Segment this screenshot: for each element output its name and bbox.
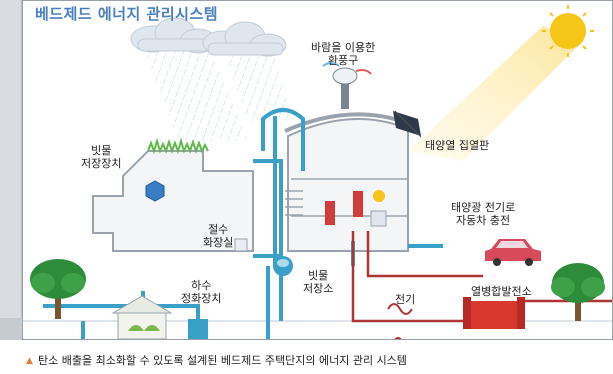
toilet-icon (234, 238, 248, 252)
label-chp-plant: 열병합발전소 (471, 285, 532, 298)
left-edge-panel (0, 0, 22, 340)
label-solar-ev-charging: 태양광 전기로 자동차 충전 (451, 201, 516, 227)
rain-streaks (143, 46, 248, 141)
chp-plant-icon (463, 297, 525, 329)
rain-streaks-right (223, 51, 293, 121)
caption-row: ▲ 탄소 배출을 최소화할 수 있도록 설계된 베드제드 주택단지의 에너지 관… (22, 350, 613, 374)
label-electricity: 전기 (395, 293, 416, 306)
caption-marker-icon: ▲ (26, 356, 33, 366)
wind-vent-icon (322, 62, 372, 109)
grass-left (147, 137, 209, 155)
rainwater-tank-icon (273, 256, 293, 276)
electricity-coil-icon (387, 303, 413, 315)
diagram-frame: 베드제드 에너지 관리시스템 바람을 이용한 환풍구 빗물 저장장치 태양열 집… (22, 0, 613, 340)
cloud-right-icon (202, 21, 287, 57)
label-rainwater-tank: 빗물 저장소 (303, 269, 334, 295)
label-water-saving-toilet: 절수 화장실 (203, 223, 234, 249)
label-solar-collector: 태양열 집열판 (425, 139, 490, 152)
solar-collector-icon (393, 110, 422, 138)
tree-left-icon (30, 259, 86, 319)
rain-storage-device-icon (145, 180, 165, 202)
label-ventilation: 바람을 이용한 환풍구 (311, 41, 376, 67)
water-heater-icon (325, 190, 387, 227)
energy-system-diagram (23, 5, 612, 339)
diagram-title: 베드제드 에너지 관리시스템 (35, 5, 219, 23)
left-edge-shadow (0, 318, 22, 340)
sewage-treatment-icon (111, 295, 208, 339)
house-interior (285, 178, 408, 217)
sunlight-beam (408, 26, 583, 161)
heat-valve-icon (394, 337, 402, 339)
label-rainwater-storage-device: 빗물 저장장치 (81, 144, 122, 170)
car-icon (485, 239, 541, 266)
figure-caption: 탄소 배출을 최소화할 수 있도록 설계된 베드제드 주택단지의 에너지 관리 … (38, 354, 407, 367)
building-structure (92, 112, 414, 252)
tree-right-icon (551, 263, 605, 321)
sun-icon (542, 5, 594, 57)
label-sewage-treatment: 하수 정화장치 (181, 279, 222, 305)
